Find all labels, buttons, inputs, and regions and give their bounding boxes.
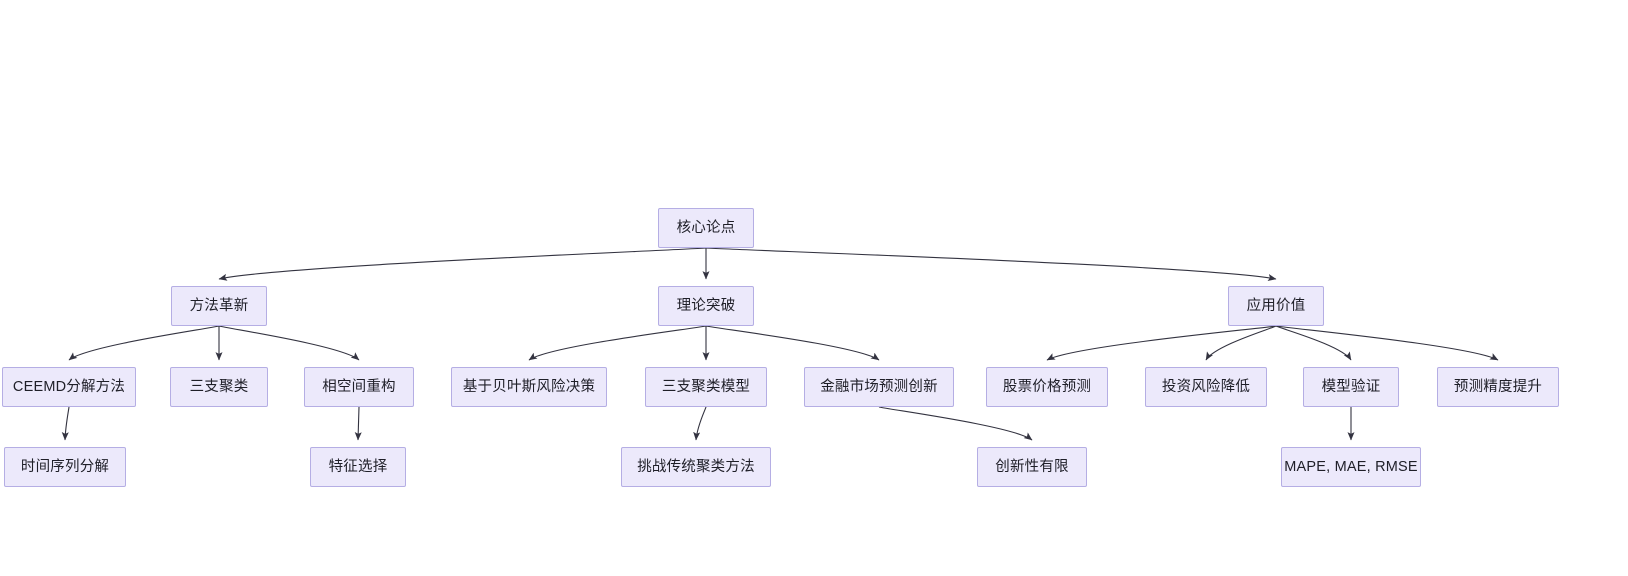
edge-l1b-to-l2b3 [705,325,880,361]
node-label: 核心论点 [676,219,736,236]
node-label: 创新性有限 [995,458,1069,475]
node-l3b3[interactable]: 创新性有限 [977,447,1087,487]
edge-l2a3-to-l3a3 [354,406,362,441]
node-label: CEEMD分解方法 [12,378,126,395]
edge-l1a-to-l2a3 [218,325,360,361]
edge-l1c-to-l2c1 [1046,325,1277,361]
edge-l1a-to-l2a1 [68,325,220,361]
edge-l2a1-to-l3a1 [61,406,70,441]
node-l3c3[interactable]: MAPE, MAE, RMSE [1281,447,1421,487]
node-label: MAPE, MAE, RMSE [1284,458,1418,475]
edge-l2b2-to-l3b2 [693,406,707,441]
node-label: 方法革新 [189,297,249,314]
node-label: 投资风险降低 [1161,378,1251,395]
node-l3b2[interactable]: 挑战传统聚类方法 [621,447,771,487]
node-l1b[interactable]: 理论突破 [658,286,754,326]
node-label: 预测精度提升 [1453,378,1543,395]
node-l2c4[interactable]: 预测精度提升 [1437,367,1559,407]
edge-l1c-to-l2c2 [1205,325,1277,361]
edge-l1c-to-l2c3 [1275,325,1352,361]
node-l1c[interactable]: 应用价值 [1228,286,1324,326]
node-label: 金融市场预测创新 [820,378,938,395]
edge-l1b-to-l2b1 [528,325,707,361]
node-l2a3[interactable]: 相空间重构 [304,367,414,407]
node-l2b2[interactable]: 三支聚类模型 [645,367,767,407]
node-l2b3[interactable]: 金融市场预测创新 [804,367,954,407]
node-label: 特征选择 [328,458,388,475]
node-l2b1[interactable]: 基于贝叶斯风险决策 [451,367,607,407]
edge-root-to-l1a [218,247,707,281]
node-label: 时间序列分解 [20,458,110,475]
node-label: 三支聚类模型 [661,378,751,395]
node-root[interactable]: 核心论点 [658,208,754,248]
node-l2c3[interactable]: 模型验证 [1303,367,1399,407]
node-l3a3[interactable]: 特征选择 [310,447,406,487]
node-label: 挑战传统聚类方法 [637,458,755,475]
node-l3a1[interactable]: 时间序列分解 [4,447,126,487]
edge-l2b3-to-l3b3 [878,406,1033,441]
edge-l1c-to-l2c4 [1275,325,1499,361]
node-l2a1[interactable]: CEEMD分解方法 [2,367,136,407]
node-label: 应用价值 [1246,297,1306,314]
node-label: 基于贝叶斯风险决策 [462,378,596,395]
node-label: 理论突破 [676,297,736,314]
node-label: 股票价格预测 [1002,378,1092,395]
edge-root-to-l1c [705,247,1277,281]
node-label: 模型验证 [1321,378,1381,395]
node-label: 三支聚类 [189,378,249,395]
node-l2c2[interactable]: 投资风险降低 [1145,367,1267,407]
node-l1a[interactable]: 方法革新 [171,286,267,326]
node-label: 相空间重构 [322,378,396,395]
node-l2c1[interactable]: 股票价格预测 [986,367,1108,407]
node-l2a2[interactable]: 三支聚类 [170,367,268,407]
